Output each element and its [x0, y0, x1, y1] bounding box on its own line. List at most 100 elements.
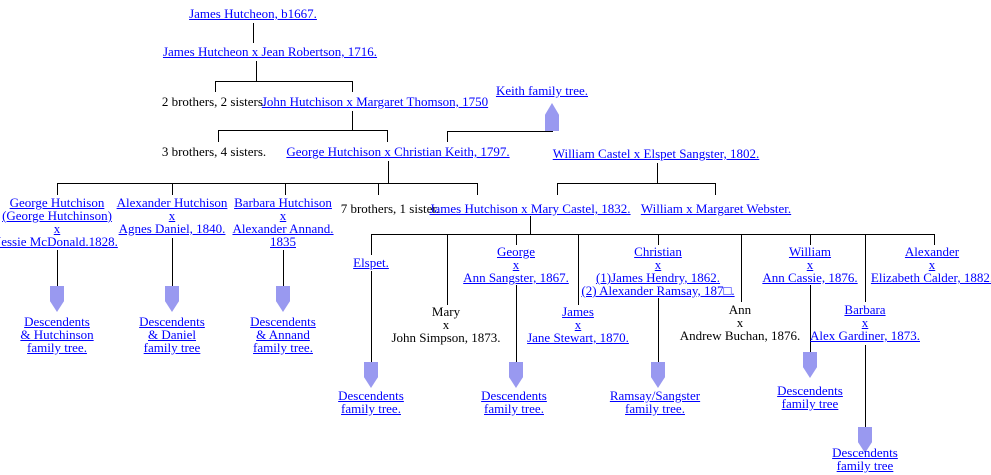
link-text-line[interactable]: x: [512, 257, 520, 272]
link-text-line[interactable]: x: [861, 315, 869, 330]
link-text-line[interactable]: family tree.: [484, 401, 544, 416]
link-elspet[interactable]: Elspet.: [353, 255, 389, 270]
link-james-jane-stewart[interactable]: James x Jane Stewart, 1870.: [527, 305, 629, 344]
link-text-line[interactable]: family tree.: [341, 401, 401, 416]
link-text-line[interactable]: x: [574, 317, 582, 332]
link-descendents-tree-william[interactable]: Descendents family tree: [777, 384, 843, 410]
link-text-line[interactable]: Descendents: [139, 314, 205, 329]
connector-line: [388, 161, 389, 183]
link-william-margaret-webster[interactable]: William x Margaret Webster.: [640, 201, 792, 216]
link-text-line[interactable]: x: [928, 257, 936, 272]
link-text-line[interactable]: Descendents: [24, 314, 90, 329]
link-text-line[interactable]: (George Hutchinson): [2, 208, 112, 223]
descendants-arrow-icon[interactable]: [364, 362, 378, 388]
link-ramsay-sangster-tree[interactable]: Ramsay/Sangster family tree.: [610, 389, 700, 415]
connector-line: [283, 250, 284, 286]
link-text-line[interactable]: Elizabeth Calder, 1882.: [870, 270, 991, 285]
link-text-line[interactable]: William: [788, 244, 832, 259]
link-text-line[interactable]: Alexander: [904, 244, 960, 259]
connector-line: [387, 130, 388, 142]
connector-line: [658, 298, 659, 362]
link-james-hutcheon-jean-robertson[interactable]: James Hutcheon x Jean Robertson, 1716.: [162, 44, 378, 59]
link-descendents-tree-elspet[interactable]: Descendents family tree.: [338, 389, 404, 415]
link-text-line[interactable]: (1)James Hendry, 1862.: [595, 270, 721, 285]
link-keith-family-tree[interactable]: Keith family tree.: [495, 83, 589, 98]
label-siblings-7b1s: 7 brothers, 1 sister.: [340, 201, 440, 216]
link-text-line[interactable]: x: [168, 208, 176, 223]
link-james-hutcheon[interactable]: James Hutcheon, b1667.: [189, 6, 317, 21]
link-text-line[interactable]: x: [279, 208, 287, 223]
link-james-hutchison-mary-castel[interactable]: James Hutchison x Mary Castel, 1832.: [429, 201, 631, 216]
connector-line: [447, 234, 448, 305]
link-george-hutchison-jessie-mcdonald[interactable]: George Hutchison (George Hutchinson) x J…: [0, 196, 118, 248]
link-text-line[interactable]: Ann Cassie, 1876.: [762, 270, 858, 285]
descendants-arrow-icon[interactable]: [165, 286, 179, 312]
link-text-line[interactable]: & Annand: [256, 327, 310, 342]
link-text-line[interactable]: family tree: [836, 458, 894, 473]
link-descendents-daniel-tree[interactable]: Descendents & Daniel family tree: [139, 315, 205, 354]
link-text-line[interactable]: 1835: [270, 234, 296, 249]
link-text-line[interactable]: family tree: [143, 340, 201, 355]
link-john-hutchison-margaret-thomson[interactable]: John Hutchison x Margaret Thomson, 1750: [261, 94, 489, 109]
link-text-line[interactable]: x: [53, 221, 61, 236]
link-text-line[interactable]: Alex Gardiner, 1873.: [810, 328, 920, 343]
link-text-line[interactable]: Barbara Hutchison: [234, 195, 332, 210]
link-william-castel-elspet-sangster[interactable]: William Castel x Elspet Sangster, 1802.: [552, 146, 760, 161]
connector-line: [253, 23, 254, 43]
descendants-arrow-icon[interactable]: [803, 352, 817, 378]
link-text-line[interactable]: family tree.: [27, 340, 87, 355]
link-alexander-hutchison-agnes-daniel[interactable]: Alexander Hutchison x Agnes Daniel, 1840…: [117, 196, 228, 235]
link-text-line[interactable]: Agnes Daniel, 1840.: [118, 221, 226, 236]
link-text-line[interactable]: & Hutchinson: [20, 327, 94, 342]
descendants-arrow-icon[interactable]: [858, 427, 872, 453]
link-george-ann-sangster[interactable]: George x Ann Sangster, 1867.: [463, 245, 569, 284]
link-descendents-annand-tree[interactable]: Descendents & Annand family tree.: [250, 315, 316, 354]
link-text-line[interactable]: x: [806, 257, 814, 272]
link-text-line[interactable]: Jane Stewart, 1870.: [527, 330, 629, 345]
link-barbara-alex-gardiner[interactable]: Barbara x Alex Gardiner, 1873.: [810, 303, 920, 342]
descendants-arrow-icon[interactable]: [276, 286, 290, 312]
link-william-ann-cassie[interactable]: William x Ann Cassie, 1876.: [762, 245, 857, 284]
link-text-line[interactable]: family tree.: [253, 340, 313, 355]
link-descendents-tree-george[interactable]: Descendents family tree.: [481, 389, 547, 415]
link-text-line[interactable]: Descendents: [832, 445, 898, 460]
link-george-hutchison-christian-keith[interactable]: George Hutchison x Christian Keith, 1797…: [286, 144, 510, 159]
link-text-line[interactable]: Descendents: [777, 383, 843, 398]
connector-line: [215, 81, 216, 92]
link-text-line[interactable]: Descendents: [250, 314, 316, 329]
link-text-line[interactable]: Alexander Annand.: [232, 221, 334, 236]
connector-line: [256, 61, 257, 81]
link-text-line[interactable]: Ramsay/Sangster: [609, 388, 701, 403]
connector-line: [477, 183, 478, 195]
link-text-line[interactable]: George: [496, 244, 536, 259]
link-christian-hendry-ramsay[interactable]: Christian x (1)James Hendry, 1862. (2) A…: [581, 245, 734, 297]
link-text-line[interactable]: family tree: [781, 396, 839, 411]
text-line: x: [442, 317, 450, 332]
connector-line: [557, 183, 558, 195]
descendants-arrow-icon[interactable]: [651, 362, 665, 388]
connector-line: [516, 285, 517, 362]
link-text-line[interactable]: Jessie McDonald.1828.: [0, 234, 118, 249]
link-text-line[interactable]: Ann Sangster, 1867.: [463, 270, 569, 285]
link-text-line[interactable]: Alexander Hutchison: [116, 195, 228, 210]
text-line: x: [736, 315, 744, 330]
link-text-line[interactable]: (2) Alexander Ramsay, 187□.: [581, 283, 735, 298]
link-text-line[interactable]: Barbara: [844, 302, 886, 317]
descendants-arrow-icon[interactable]: [509, 362, 523, 388]
link-text-line[interactable]: James: [562, 304, 594, 319]
link-text-line[interactable]: Christian: [634, 244, 682, 259]
keith-family-tree-arrow-icon[interactable]: [545, 103, 559, 131]
link-text-line[interactable]: & Daniel: [147, 327, 197, 342]
connector-line: [865, 234, 866, 302]
link-barbara-hutchison-alexander-annand[interactable]: Barbara Hutchison x Alexander Annand. 18…: [232, 196, 333, 248]
link-text-line[interactable]: x: [654, 257, 662, 272]
link-descendents-hutchinson-tree[interactable]: Descendents & Hutchinson family tree.: [20, 315, 93, 354]
link-descendents-tree-barbara[interactable]: Descendents family tree: [832, 446, 898, 472]
link-text-line[interactable]: family tree.: [625, 401, 685, 416]
link-text-line[interactable]: Descendents: [338, 388, 404, 403]
link-alexander-elizabeth-calder[interactable]: Alexander x Elizabeth Calder, 1882.: [871, 245, 991, 284]
link-text-line[interactable]: George Hutchison: [9, 195, 105, 210]
link-text-line[interactable]: Descendents: [481, 388, 547, 403]
descendants-arrow-icon[interactable]: [50, 286, 64, 312]
